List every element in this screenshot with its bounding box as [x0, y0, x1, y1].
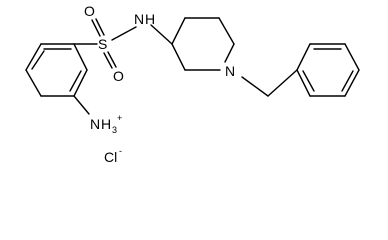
structure-canvas: S O O N H N N H 3 + Cl -: [25, 3, 360, 165]
benzyl-phenyl-bond: [267, 69, 298, 97]
aminophenyl-ring: [25, 43, 88, 97]
ammonium-nitrogen-label: N: [90, 116, 100, 132]
sulfonyl-oxygens-bonds: [91, 18, 117, 69]
nitrogen-piperidine-bond: [150, 24, 173, 45]
oxygen-bottom-label: O: [113, 68, 124, 84]
sulfur-nitrogen-bond: [111, 26, 137, 41]
chloride-charge: -: [119, 146, 122, 156]
ammonium-charge: +: [117, 113, 122, 123]
piperidine-nitrogen-label: N: [225, 63, 235, 79]
oxygen-top-label: O: [84, 3, 95, 19]
nitrogen-benzyl-bond: [241, 76, 269, 97]
aryl-ammonium-bond: [73, 95, 90, 115]
chloride-label: Cl: [104, 149, 117, 165]
amide-hydrogen-label: H: [145, 11, 155, 27]
benzyl-phenyl-ring: [296, 43, 360, 97]
ammonium-h-count: 3: [112, 125, 117, 135]
molecule-drawing: S O O N H N N H 3 + Cl -: [25, 3, 360, 165]
sulfur-label: S: [98, 36, 107, 52]
amide-nitrogen-label: N: [134, 11, 144, 27]
ammonium-hydrogen-label: H: [101, 116, 111, 132]
piperidine-ring: [171, 17, 235, 71]
